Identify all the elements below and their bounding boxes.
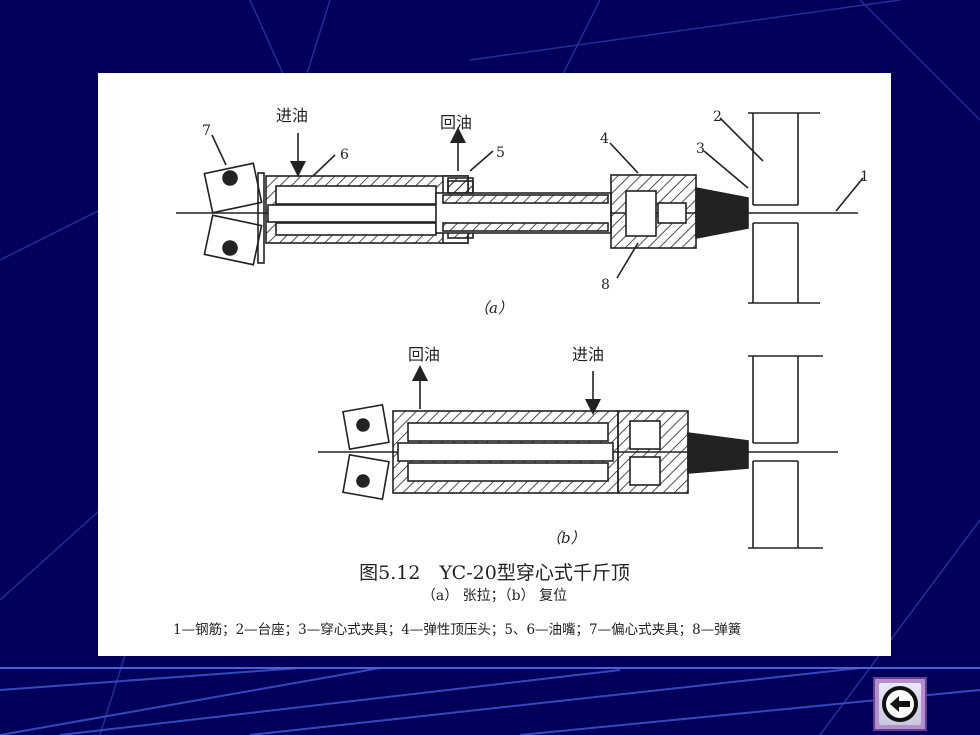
- label-out-oil-b: 回油: [408, 345, 440, 364]
- back-arrow-icon: [882, 686, 918, 722]
- jack-diagram: 进油 回油 7 6 5 4 2 3 1 8 （a）: [176, 106, 869, 549]
- part-label-2: 2: [713, 109, 722, 125]
- diagram-a: [176, 112, 864, 304]
- part-label-6: 6: [340, 147, 349, 163]
- pedestal-b: [748, 355, 823, 549]
- figure-subtitle: （a） 张拉；（b） 复位: [421, 588, 568, 604]
- part-label-4: 4: [600, 131, 609, 147]
- eccentric-clamp-b: [342, 403, 390, 501]
- label-in-oil-b: 进油: [572, 345, 604, 364]
- part-label-5: 5: [496, 145, 505, 161]
- part-label-8: 8: [601, 277, 610, 293]
- sub-label-a: （a）: [474, 299, 513, 317]
- label-out-oil-a: 回油: [440, 113, 472, 132]
- back-button-face[interactable]: [879, 683, 921, 725]
- figure-panel: 进油 回油 7 6 5 4 2 3 1 8 （a）: [98, 73, 891, 656]
- diagram-a-labels: 进油 回油 7 6 5 4 2 3 1 8 （a）: [202, 106, 869, 317]
- sub-label-b: （b）: [546, 529, 586, 547]
- part-label-1: 1: [860, 169, 869, 185]
- pedestal-a: [748, 112, 820, 304]
- diagram-b-labels: 回油 进油 （b）: [408, 345, 604, 547]
- eccentric-clamp-a: [203, 162, 265, 266]
- elastic-head-a: [610, 174, 697, 249]
- diagram-b: [318, 355, 838, 549]
- part-label-7: 7: [202, 123, 211, 139]
- part-label-3: 3: [696, 141, 705, 157]
- label-in-oil-a: 进油: [276, 106, 308, 125]
- figure-title: 图5.12 YC-20型穿心式千斤顶: [359, 562, 630, 584]
- back-button[interactable]: [873, 677, 927, 731]
- figure-legend: 1—钢筋；2—台座；3—穿心式夹具；4—弹性顶压头；5、6—油嘴；7—偏心式夹具…: [173, 622, 742, 638]
